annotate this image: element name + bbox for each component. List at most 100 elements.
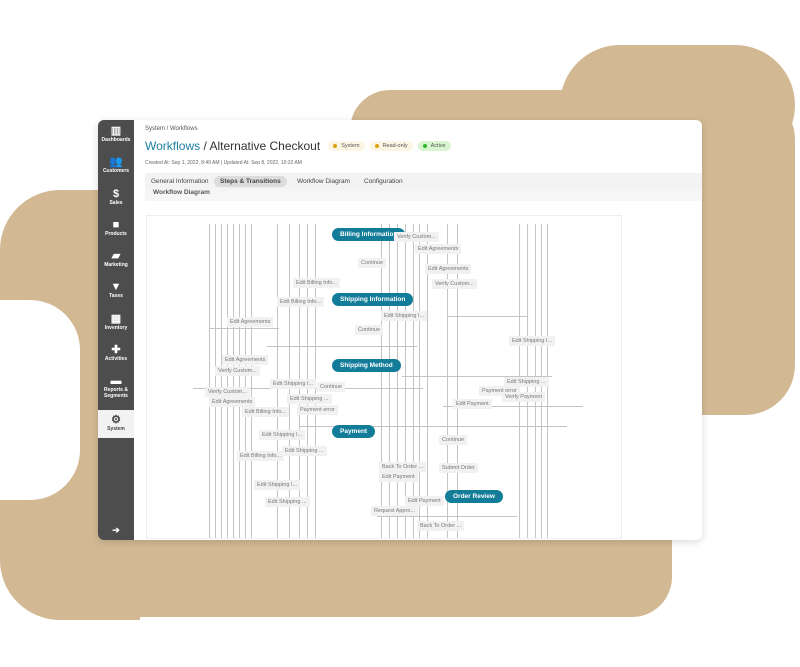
connector-line [251,224,252,538]
connector-line [267,346,417,347]
connector-line [389,224,390,538]
transition-label[interactable]: Verify Custom... [394,232,439,242]
connector-line [239,224,240,538]
connector-line [227,224,228,538]
sidebar-item-sales[interactable]: $Sales [98,188,134,206]
expand-sidebar-icon[interactable]: ➔ [112,525,120,535]
connector-line [413,224,414,538]
sidebar-item-marketing[interactable]: ▰Marketing [98,250,134,268]
transition-label[interactable]: Back To Order ... [379,462,427,472]
tab-steps-transitions[interactable]: Steps & Transitions [214,176,287,187]
tab-bar: General Information Steps & Transitions … [145,173,702,189]
transition-label[interactable]: Continue [317,382,346,392]
tab-general-information[interactable]: General Information [151,178,209,185]
connector-line [367,426,567,427]
sidebar-item-products[interactable]: ■Products [98,219,134,237]
transition-label[interactable]: Edit Payment [453,399,492,409]
transition-label[interactable]: Edit Agreements [415,244,462,254]
connector-line [245,224,246,538]
background-cutout [0,300,80,500]
transition-label[interactable]: Edit Shipping I... [259,430,306,440]
transition-label[interactable]: Edit Agreements [425,264,472,274]
briefcase-icon: ■ [112,219,120,231]
filter-icon: ▼ [110,281,122,293]
transition-label[interactable]: Edit Shipping I... [254,480,301,490]
transition-label[interactable]: Submit Order [439,463,478,473]
connector-line [447,224,448,538]
transition-label[interactable]: Back To Order ... [417,521,465,531]
transition-label[interactable]: Edit Agreements [222,355,269,365]
step-shipping-information[interactable]: Shipping Information [332,293,414,306]
transition-label[interactable]: Edit Payment [379,472,418,482]
transition-label[interactable]: Edit Billing Info... [277,297,324,307]
transition-label[interactable]: Edit Shipping I... [270,379,317,389]
status-badge: Active [417,141,451,151]
transition-label[interactable]: Payment error [297,405,338,415]
transition-label[interactable]: Continue [358,258,387,268]
connector-line [419,224,420,538]
sidebar-item-customers[interactable]: 👥Customers [98,156,134,174]
transition-label[interactable]: Edit Shipping ... [287,394,332,404]
transition-label[interactable]: Edit Shipping ... [504,377,549,387]
step-payment[interactable]: Payment [332,425,376,438]
building-icon: ▦ [110,313,122,325]
status-badge: Read-only [369,141,413,151]
timestamps: Created At: Sep 1, 2022, 8:49 AM | Updat… [145,160,302,166]
transition-label[interactable]: Continue [355,325,384,335]
transition-label[interactable]: Edit Billing Info... [293,278,340,288]
users-icon: 👥 [109,156,123,168]
workflow-diagram[interactable]: Billing Information Shipping Information… [146,215,622,539]
connector-line [209,328,279,329]
dollar-icon: $ [112,188,120,200]
step-billing-information[interactable]: Billing Information [332,228,406,241]
connector-line [381,224,382,538]
connector-line [209,224,210,538]
book-icon: ▰ [111,250,121,262]
tab-configuration[interactable]: Configuration [364,178,403,185]
tab-workflow-diagram[interactable]: Workflow Diagram [297,178,350,185]
connector-line [427,224,428,538]
step-order-review[interactable]: Order Review [445,490,503,503]
transition-label[interactable]: Edit Billing Info... [242,407,289,417]
page-title: Workflows / Alternative Checkout [145,139,321,153]
sidebar-item-system[interactable]: ⚙System [98,410,134,438]
transition-label[interactable]: Verify Payment [502,392,545,402]
breadcrumb: System / Workflows [145,126,198,132]
transition-label[interactable]: Edit Shipping I... [381,311,428,321]
transition-label[interactable]: Edit Agreements [209,397,256,407]
transition-label[interactable]: Verify Custom... [215,366,260,376]
sidebar-item-dashboards[interactable]: ▥Dashboards [98,125,134,143]
transition-label[interactable]: Edit Shipping ... [282,446,327,456]
step-shipping-method[interactable]: Shipping Method [332,359,401,372]
workflows-link[interactable]: Workflows [145,139,201,153]
transition-label[interactable]: Edit Billing Info... [237,451,284,461]
connector-line [215,224,216,538]
transition-label[interactable]: Edit Agreements [227,317,274,327]
transition-label[interactable]: Edit Shipping I... [509,336,556,346]
connector-line [221,224,222,538]
transition-label[interactable]: Continue [439,435,468,445]
connector-line [233,224,234,538]
transition-label[interactable]: Request Appro... [371,506,418,516]
puzzle-icon: ✚ [111,344,121,356]
sidebar-item-reports[interactable]: ▬Reports & Segments [98,375,134,399]
sidebar: ▥Dashboards 👥Customers $Sales ■Products … [98,120,134,540]
sidebar-item-activities[interactable]: ✚Activities [98,344,134,362]
transition-label[interactable]: Payment error [479,386,520,396]
connector-line [397,224,398,538]
app-window: ▥Dashboards 👥Customers $Sales ■Products … [98,120,702,540]
transition-label[interactable]: Verify Custom... [205,387,250,397]
sidebar-item-taxes[interactable]: ▼Taxes [98,281,134,299]
connector-line [457,224,458,538]
gear-icon: ⚙ [111,414,121,426]
chart-icon: ▥ [110,125,122,137]
transition-label[interactable]: Edit Shipping ... [265,497,310,507]
transition-label[interactable]: Edit Payment [405,496,444,506]
status-badge: System [328,141,365,151]
section-title: Workflow Diagram [145,189,702,201]
connector-line [443,406,583,407]
transition-label[interactable]: Verify Custom... [432,279,477,289]
sidebar-item-inventory[interactable]: ▦Inventory [98,313,134,331]
connector-line [405,224,406,538]
folder-icon: ▬ [110,375,122,387]
